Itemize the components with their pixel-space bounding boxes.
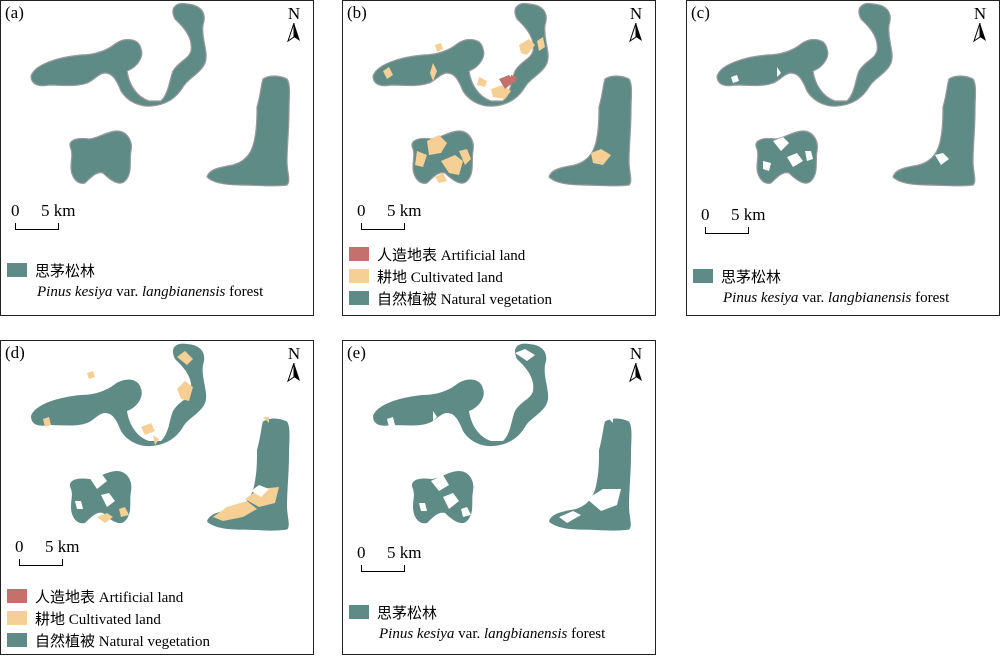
legend-swatch-artificial bbox=[7, 589, 27, 603]
map-panel-e: (e) N 0 5 km 思茅松林 Pinus kesiya var. lang… bbox=[342, 340, 656, 655]
scale-bar-d: 0 5 km bbox=[15, 537, 95, 571]
map-c-canvas bbox=[687, 1, 1000, 317]
forest-regions-a bbox=[31, 4, 290, 186]
north-arrow-icon bbox=[973, 22, 987, 42]
scale-bar-c: 0 5 km bbox=[701, 205, 781, 239]
north-arrow-icon bbox=[287, 22, 301, 42]
map-panel-a: (a) N 0 5 km 思茅松林 Pinus kesiya var. lang… bbox=[0, 0, 314, 316]
scale-km: 5 km bbox=[41, 201, 76, 220]
legend-swatch-forest bbox=[693, 269, 713, 283]
panel-label-b: (b) bbox=[347, 3, 367, 22]
map-panel-d: (d) N 0 5 km 人造地表 Artificial land 耕地 Cul… bbox=[0, 340, 314, 655]
legend-e: 思茅松林 Pinus kesiya var. langbianensis for… bbox=[349, 601, 605, 645]
legend-swatch-forest bbox=[7, 263, 27, 277]
legend-a: 思茅松林 Pinus kesiya var. langbianensis for… bbox=[7, 259, 263, 303]
cultivated-patches-b bbox=[383, 37, 611, 183]
map-d-canvas bbox=[31, 343, 290, 531]
legend-swatch-artificial bbox=[349, 247, 369, 261]
map-panel-b: (b) N 0 5 km 人造地表 Artificial land 耕地 Cul… bbox=[342, 0, 656, 316]
map-b-canvas bbox=[343, 1, 657, 317]
north-arrow-icon bbox=[629, 22, 643, 42]
gap-patches-c bbox=[731, 33, 949, 171]
legend-b: 人造地表 Artificial land 耕地 Cultivated land … bbox=[349, 243, 552, 309]
panel-label-d: (d) bbox=[5, 343, 25, 362]
legend-swatch-cultivated bbox=[7, 611, 27, 625]
scale-bar-e: 0 5 km bbox=[357, 543, 437, 577]
legend-latin-name: Pinus kesiya var. langbianensis forest bbox=[723, 290, 950, 306]
artificial-patches-b bbox=[499, 75, 517, 89]
forest-regions-d bbox=[31, 343, 290, 531]
north-arrow-c: N bbox=[969, 5, 991, 48]
legend-latin-name: Pinus kesiya var. langbianensis forest bbox=[379, 626, 606, 642]
north-arrow-icon bbox=[287, 362, 301, 382]
legend-swatch-cultivated bbox=[349, 269, 369, 283]
north-label: N bbox=[287, 4, 301, 23]
north-arrow-d: N bbox=[283, 345, 305, 388]
panel-label-e: (e) bbox=[347, 343, 366, 362]
north-arrow-a: N bbox=[283, 5, 305, 48]
north-arrow-e: N bbox=[625, 345, 647, 388]
legend-name-cn: 思茅松林 bbox=[35, 263, 96, 280]
scale-bar-line bbox=[15, 223, 59, 230]
legend-swatch-natural bbox=[349, 291, 369, 305]
scale-bar-b: 0 5 km bbox=[357, 201, 437, 235]
map-panel-c: (c) N 0 5 km 思茅松林 Pinus kesiya var. lang… bbox=[686, 0, 1000, 316]
legend-swatch-natural bbox=[7, 633, 27, 647]
legend-c: 思茅松林 Pinus kesiya var. langbianensis for… bbox=[693, 265, 949, 309]
legend-latin-name: Pinus kesiya var. langbianensis forest bbox=[37, 284, 264, 300]
legend-swatch-forest bbox=[349, 605, 369, 619]
panel-label-a: (a) bbox=[5, 3, 24, 22]
north-arrow-icon bbox=[629, 362, 643, 382]
scale-bar-a: 0 5 km bbox=[11, 201, 91, 235]
forest-regions-c bbox=[717, 4, 976, 186]
scale-zero: 0 bbox=[11, 201, 20, 220]
legend-d: 人造地表 Artificial land 耕地 Cultivated land … bbox=[7, 585, 210, 651]
panel-label-c: (c) bbox=[691, 3, 710, 22]
cultivated-patches-d bbox=[43, 351, 279, 523]
gap-patches-d bbox=[75, 421, 269, 509]
map-e-canvas bbox=[373, 343, 632, 531]
gap-patches-e bbox=[387, 349, 621, 523]
north-arrow-b: N bbox=[625, 5, 647, 48]
